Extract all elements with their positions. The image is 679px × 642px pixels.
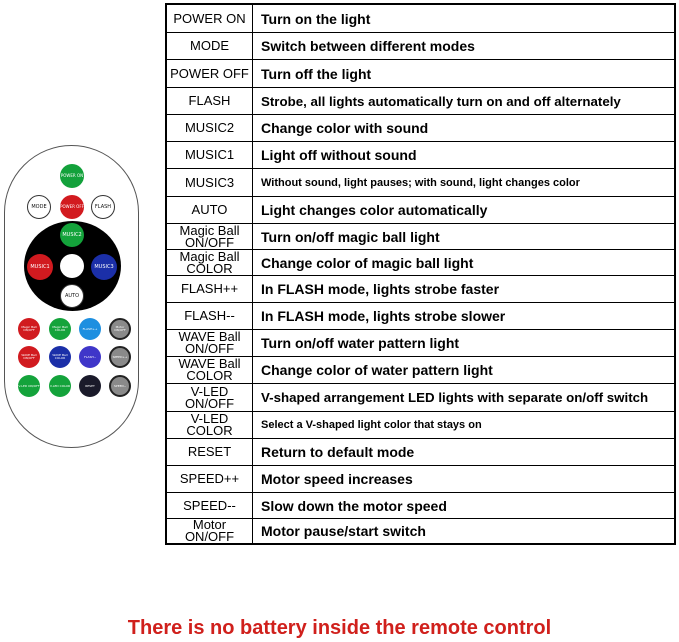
music1-button[interactable]: MUSIC1 [27, 254, 53, 280]
button-name-cell: FLASH [167, 88, 253, 114]
remote-small-button[interactable]: Magic Ball ON/OFF [18, 318, 40, 340]
button-name-cell: FLASH-- [167, 303, 253, 329]
button-name-cell: MODE [167, 33, 253, 59]
table-row: MODE Switch between different modes [167, 32, 674, 59]
button-name-cell: AUTO [167, 197, 253, 223]
button-name-cell: MUSIC3 [167, 169, 253, 196]
function-description-cell: Motor pause/start switch [261, 523, 426, 539]
table-row: FLASH++ In FLASH mode, lights strobe fast… [167, 275, 674, 302]
remote-small-button[interactable]: Magic Ball COLOR [49, 318, 71, 340]
power-off-button[interactable]: POWER OFF [60, 195, 84, 219]
mode-button[interactable]: MODE [27, 195, 51, 219]
function-description-cell: Strobe, all lights automatically turn on… [261, 93, 621, 109]
function-description-cell: Light changes color automatically [261, 202, 488, 218]
music3-button[interactable]: MUSIC3 [91, 254, 117, 280]
music2-button[interactable]: MUSIC2 [60, 223, 84, 247]
table-row: WAVE Ball ON/OFF Turn on/off water patter… [167, 329, 674, 356]
table-row: V-LED ON/OFF V-shaped arrangement LED lig… [167, 383, 674, 411]
table-row: MUSIC3 Without sound, light pauses; with … [167, 168, 674, 196]
function-description-cell: In FLASH mode, lights strobe slower [261, 308, 506, 324]
button-name-cell: RESET [167, 439, 253, 465]
function-description-cell: In FLASH mode, lights strobe faster [261, 281, 500, 297]
table-row: V-LED COLOR Select a V-shaped light color… [167, 411, 674, 438]
table-row: FLASH Strobe, all lights automatically tu… [167, 87, 674, 114]
remote-small-button[interactable]: V-LED ON/OFF [18, 375, 40, 397]
function-description-cell: Switch between different modes [261, 38, 475, 54]
button-name-cell: POWER OFF [167, 60, 253, 87]
button-name-cell: V-LED ON/OFF [167, 384, 253, 411]
table-row: SPEED-- Slow down the motor speed [167, 492, 674, 518]
function-description-cell: Select a V-shaped light color that stays… [261, 419, 482, 431]
battery-notice: There is no battery inside the remote co… [127, 617, 552, 639]
table-row: MUSIC1 Light off without sound [167, 141, 674, 168]
button-name-cell: MUSIC1 [167, 142, 253, 168]
table-row: MUSIC2 Change color with sound [167, 114, 674, 141]
remote-small-button[interactable]: FLASH-- [79, 346, 101, 368]
function-description-cell: Turn on/off water pattern light [261, 335, 460, 351]
table-row: WAVE Ball COLOR Change color of water pat… [167, 356, 674, 383]
button-name-cell: POWER ON [167, 5, 253, 32]
remote-small-button[interactable]: SPEED-- [109, 375, 131, 397]
power-on-button[interactable]: POWER ON [60, 164, 84, 188]
table-row: Magic Ball COLOR Change color of magic ba… [167, 249, 674, 275]
table-row: Motor ON/OFF Motor pause/start switch [167, 518, 674, 543]
button-name-cell: Magic Ball COLOR [167, 250, 253, 275]
remote-small-button[interactable]: RESET [79, 375, 101, 397]
center-button[interactable] [60, 254, 84, 278]
function-description-cell: Return to default mode [261, 444, 415, 460]
button-name-cell: WAVE Ball ON/OFF [167, 330, 253, 356]
function-description-cell: Change color with sound [261, 120, 429, 136]
button-name-cell: Motor ON/OFF [167, 518, 253, 543]
remote-control: POWER ON MODE POWER OFF FLASH MUSIC2 MUS… [4, 145, 139, 448]
function-description-cell: Light off without sound [261, 147, 417, 163]
table-row: POWER OFF Turn off the light [167, 59, 674, 87]
table-row: AUTO Light changes color automatically [167, 196, 674, 223]
button-name-cell: Magic Ball ON/OFF [167, 224, 253, 249]
remote-small-button[interactable]: V-LED COLOR [49, 375, 71, 397]
remote-small-button[interactable]: SPEED++ [109, 346, 131, 368]
table-row: SPEED++ Motor speed increases [167, 465, 674, 492]
remote-small-button[interactable]: WAVE Ball COLOR [49, 346, 71, 368]
function-description-cell: Slow down the motor speed [261, 497, 447, 514]
button-name-cell: V-LED COLOR [167, 412, 253, 438]
function-description-cell: Change color of magic ball light [261, 254, 474, 271]
auto-button[interactable]: AUTO [60, 284, 84, 308]
table-row: RESET Return to default mode [167, 438, 674, 465]
function-description-cell: Turn on the light [261, 10, 371, 27]
remote-small-button[interactable]: Motor ON/OFF [109, 318, 131, 340]
table-row: FLASH-- In FLASH mode, lights strobe slow… [167, 302, 674, 329]
button-name-cell: SPEED++ [167, 466, 253, 492]
function-description-cell: Turn off the light [261, 65, 372, 82]
button-name-cell: SPEED-- [167, 493, 253, 518]
button-name-cell: WAVE Ball COLOR [167, 357, 253, 383]
table-row: POWER ON Turn on the light [167, 5, 674, 32]
table-row: Magic Ball ON/OFF Turn on/off magic ball … [167, 223, 674, 249]
function-description-cell: Turn on/off magic ball light [261, 228, 440, 245]
function-description-cell: V-shaped arrangement LED lights with sep… [261, 390, 649, 405]
function-description-cell: Without sound, light pauses; with sound,… [261, 176, 580, 189]
button-name-cell: MUSIC2 [167, 115, 253, 141]
flash-button[interactable]: FLASH [91, 195, 115, 219]
remote-small-button[interactable]: WAVE Ball ON/OFF [18, 346, 40, 368]
remote-small-button[interactable]: FLASH++ [79, 318, 101, 340]
function-description-cell: Motor speed increases [261, 471, 413, 487]
button-name-cell: FLASH++ [167, 276, 253, 302]
function-description-cell: Change color of water pattern light [261, 362, 493, 378]
